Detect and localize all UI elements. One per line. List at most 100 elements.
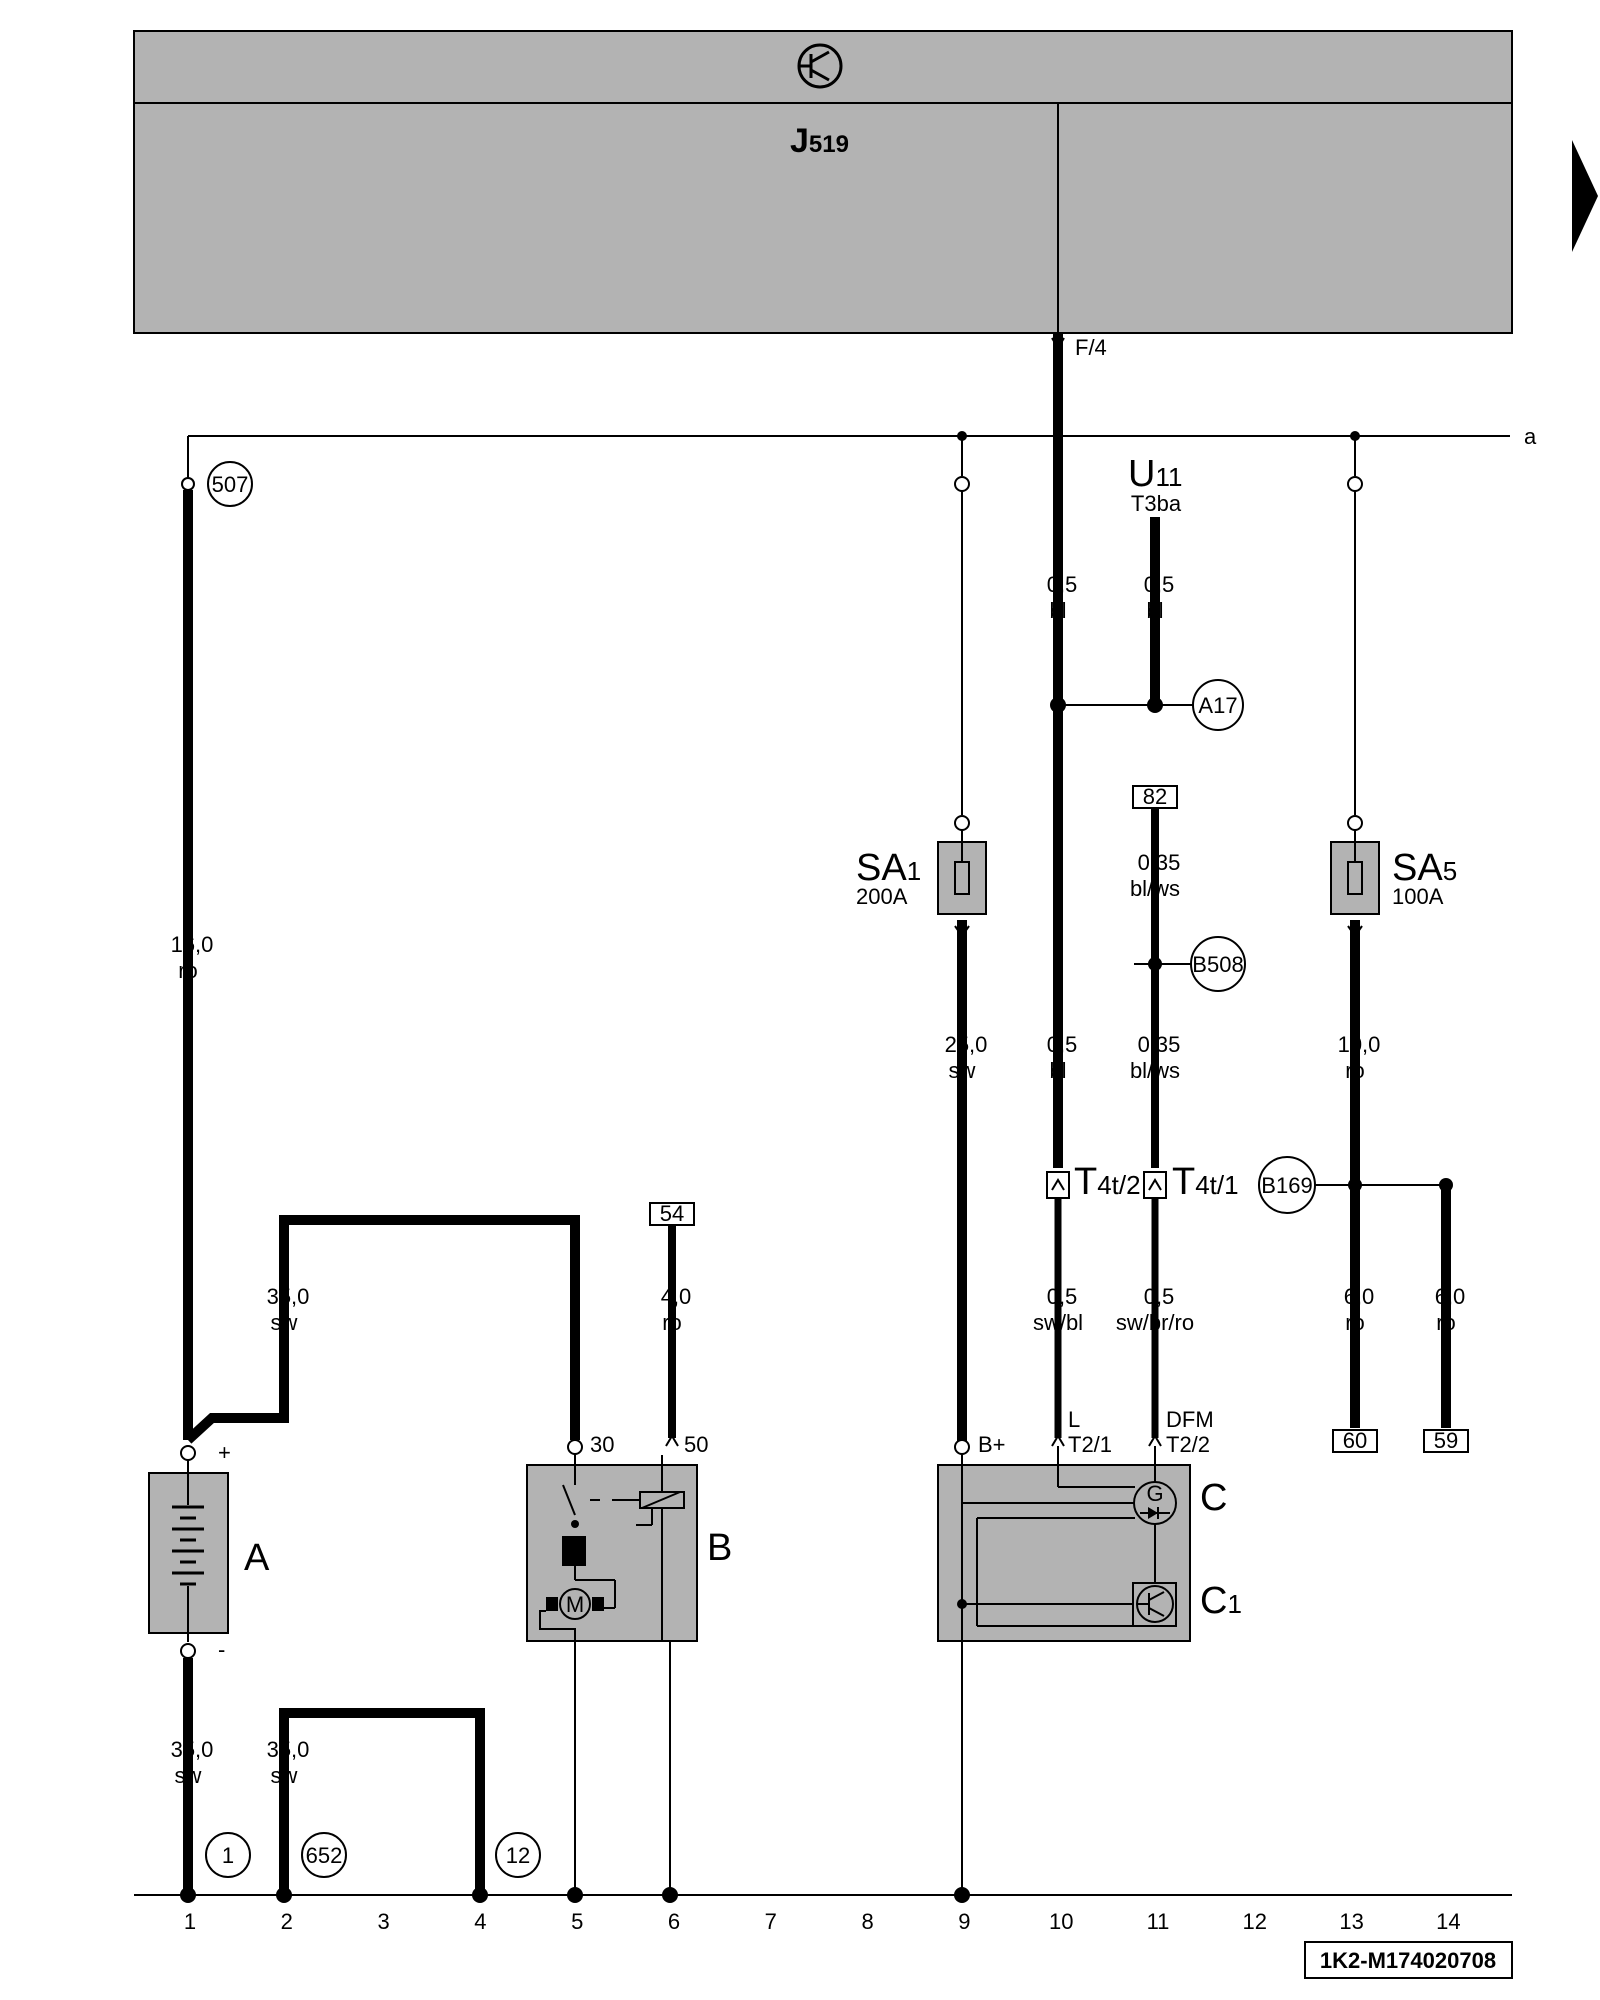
svg-text:B508: B508 (1192, 952, 1243, 977)
wire-label-size: 35,0 (171, 1737, 214, 1762)
svg-text:652: 652 (306, 1843, 343, 1868)
ref-507: 507 (207, 461, 253, 507)
wire-label-size: 35,0 (267, 1284, 310, 1309)
fuse-SA1-label: SA1 (856, 847, 921, 889)
component-label-A: A (244, 1537, 270, 1579)
fuse-SA5-rating: 100A (1392, 884, 1444, 909)
column-number: 6 (668, 1909, 680, 1934)
connector-T4t1: T4t/1 (1143, 1161, 1239, 1203)
wire-label-color: bl (1049, 598, 1066, 623)
svg-text:A17: A17 (1198, 693, 1237, 718)
ref-B508: B508 (1190, 936, 1246, 992)
generator-icon: G (1133, 1481, 1177, 1525)
pin-30-label: 30 (590, 1432, 614, 1457)
fuse-SA5-label: SA5 (1392, 847, 1457, 889)
column-number: 11 (1147, 1909, 1170, 1934)
pin-bplus-label: B+ (978, 1432, 1006, 1457)
wire-label-color: ro (178, 958, 198, 983)
fuse-SA1-rating: 200A (856, 884, 908, 909)
wire-label-color: sw (175, 1763, 202, 1788)
connector-U11-label: U11 (1128, 453, 1182, 495)
battery-plus-label: + (218, 1440, 231, 1465)
column-number: 10 (1049, 1909, 1073, 1934)
wire-label-size: 0,35 (1138, 1032, 1181, 1057)
pin-DFM-label: DFM (1166, 1407, 1214, 1432)
column-number: 1 (184, 1909, 196, 1934)
wire-battery-to-starter (184, 1215, 580, 1444)
pin-50-label: 50 (684, 1432, 708, 1457)
generator-G-label: G (1146, 1481, 1163, 1506)
ref-1: 1 (205, 1832, 251, 1878)
wire-label-size: 6,0 (1344, 1284, 1375, 1309)
column-number: 3 (377, 1909, 389, 1934)
pin-L-label: L (1068, 1407, 1080, 1432)
connector-U11-code: T3ba (1131, 491, 1182, 516)
component-label-C: C (1200, 1477, 1227, 1519)
fuse-SA5: SA5 100A (1330, 830, 1457, 915)
starter-B: 30 M B (526, 1432, 732, 1642)
wire-label-size: 0,35 (1138, 850, 1181, 875)
column-number: 2 (281, 1909, 293, 1934)
wire-label-color: ro (1436, 1310, 1456, 1335)
svg-text:T4t/2: T4t/2 (1074, 1161, 1141, 1203)
wire-label-size: 16,0 (171, 932, 214, 957)
fuse-SA1: SA1 200A (856, 830, 987, 915)
wire-label-color: bl (1146, 598, 1163, 623)
wire-label-color: bl/ws (1130, 1058, 1180, 1083)
column-number: 4 (474, 1909, 486, 1934)
wire-label-size: 0,5 (1047, 572, 1078, 597)
svg-text:54: 54 (660, 1201, 684, 1226)
wire-label-size: 25,0 (945, 1032, 988, 1057)
box-82: 82 (1132, 784, 1178, 809)
svg-text:507: 507 (212, 472, 249, 497)
svg-text:T4t/1: T4t/1 (1172, 1161, 1239, 1203)
wire-label-color: sw/br/ro (1116, 1310, 1194, 1335)
regulator-icon (1132, 1582, 1177, 1627)
battery-A: + - A (148, 1440, 270, 1662)
wire-label-size: 0,5 (1144, 1284, 1175, 1309)
box-59: 59 (1423, 1428, 1469, 1453)
wire-label-size: 0,5 (1047, 1032, 1078, 1057)
motor-label: M (566, 1592, 584, 1617)
ref-12: 12 (495, 1832, 541, 1878)
wire-col1 (181, 436, 195, 1440)
battery-minus-label: - (218, 1637, 225, 1662)
ref-652: 652 (301, 1832, 347, 1878)
component-label-C1: C1 (1200, 1580, 1242, 1622)
wire-label-color: ro (1345, 1310, 1365, 1335)
connector-T4t2: T4t/2 (1046, 1161, 1141, 1203)
svg-text:82: 82 (1143, 784, 1167, 809)
svg-text:B169: B169 (1261, 1173, 1312, 1198)
column-number: 9 (958, 1909, 970, 1934)
wire-label-size: 6,0 (1435, 1284, 1466, 1309)
svg-text:59: 59 (1434, 1428, 1458, 1453)
svg-text:1: 1 (222, 1843, 234, 1868)
bus-a: a (188, 424, 1537, 449)
wire-label-color: sw (271, 1310, 298, 1335)
column-number: 7 (765, 1909, 777, 1934)
ref-B169: B169 (1258, 1156, 1316, 1214)
column-number: 14 (1436, 1909, 1460, 1934)
svg-text:12: 12 (506, 1843, 530, 1868)
component-label-B: B (707, 1527, 732, 1569)
pin-T21-label: T2/1 (1068, 1432, 1112, 1457)
box-54: 54 (649, 1201, 695, 1226)
triangle-right-icon[interactable] (1572, 140, 1598, 252)
box-60: 60 (1332, 1428, 1378, 1453)
control-unit-J519: J519 (133, 30, 1513, 334)
ref-A17: A17 (1192, 679, 1244, 731)
drawing-id: 1K2-M174020708 (1304, 1941, 1513, 1979)
module-J-label: J519 (790, 122, 849, 160)
wire-label-size: 4,0 (661, 1284, 692, 1309)
svg-text:60: 60 (1343, 1428, 1367, 1453)
wire-label-color: sw/bl (1033, 1310, 1083, 1335)
motor-icon: M (546, 1588, 604, 1620)
wire-label-size: 35,0 (267, 1737, 310, 1762)
drawing-id-label: 1K2-M174020708 (1320, 1948, 1496, 1973)
generator-C: B+ L T2/1 DFM T2/2 G (937, 1407, 1242, 1642)
column-number: 5 (571, 1909, 583, 1934)
wire-label-color: sw (271, 1763, 298, 1788)
wire-label-size: 0,5 (1144, 572, 1175, 597)
